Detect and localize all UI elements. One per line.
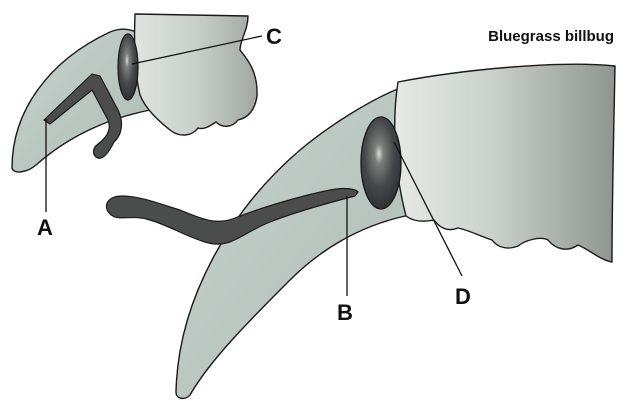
label-a: A bbox=[37, 215, 53, 240]
small-head-capsule bbox=[135, 14, 258, 135]
small-head-illustration bbox=[12, 14, 257, 172]
label-c: C bbox=[266, 24, 282, 49]
diagram-title: Bluegrass billbug bbox=[488, 28, 614, 45]
label-d: D bbox=[455, 284, 471, 309]
large-head-capsule bbox=[395, 64, 615, 262]
large-eye bbox=[361, 117, 401, 209]
small-eye bbox=[118, 34, 138, 100]
label-b: B bbox=[337, 300, 353, 325]
